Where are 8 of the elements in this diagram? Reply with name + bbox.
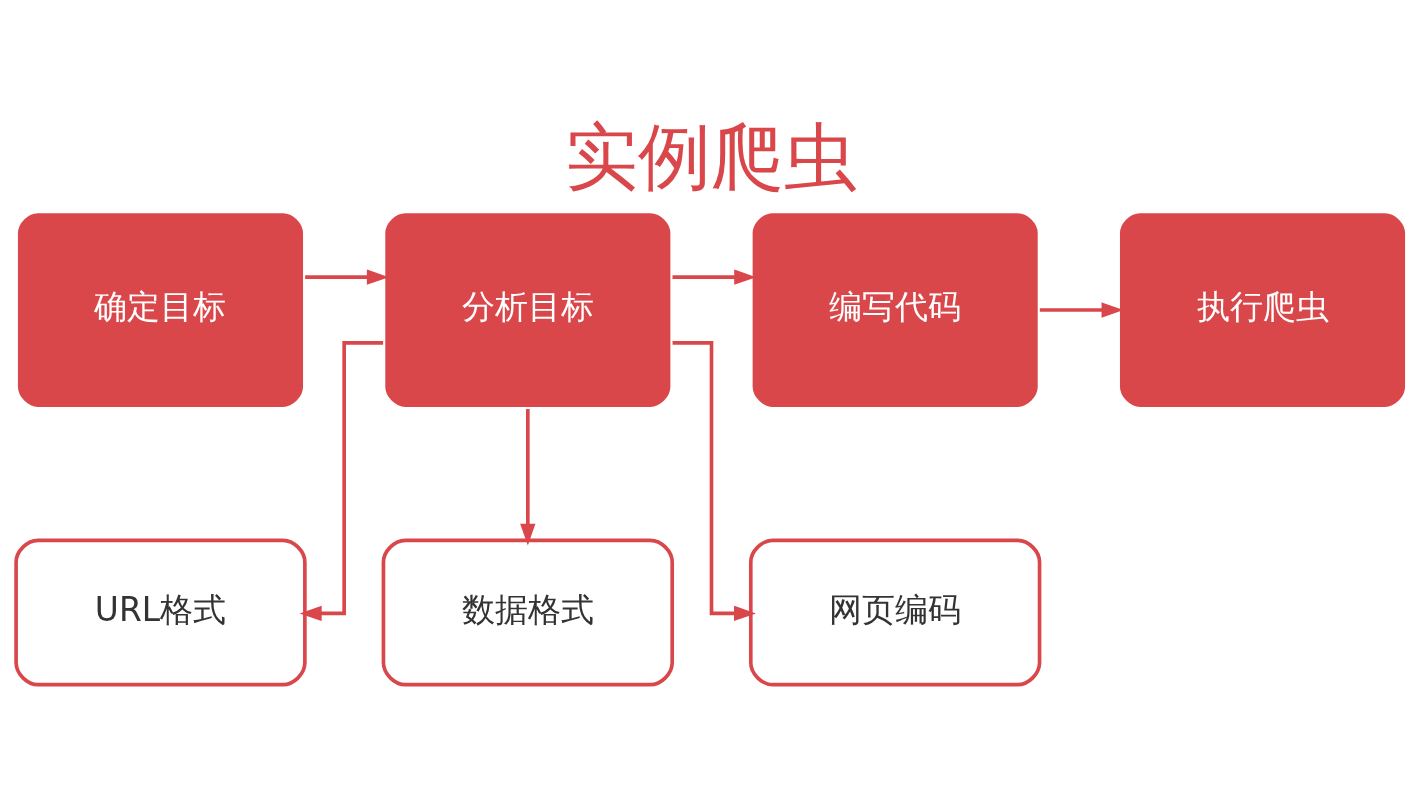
node-box: URL格式 [14,538,307,687]
arrow [305,269,389,285]
arrow [672,341,756,622]
arrow [299,341,384,622]
arrow [520,409,536,546]
node-box: 数据格式 [381,538,675,687]
diagram-title: 实例爬虫 [565,114,858,200]
node-box: 网页编码 [748,538,1042,687]
